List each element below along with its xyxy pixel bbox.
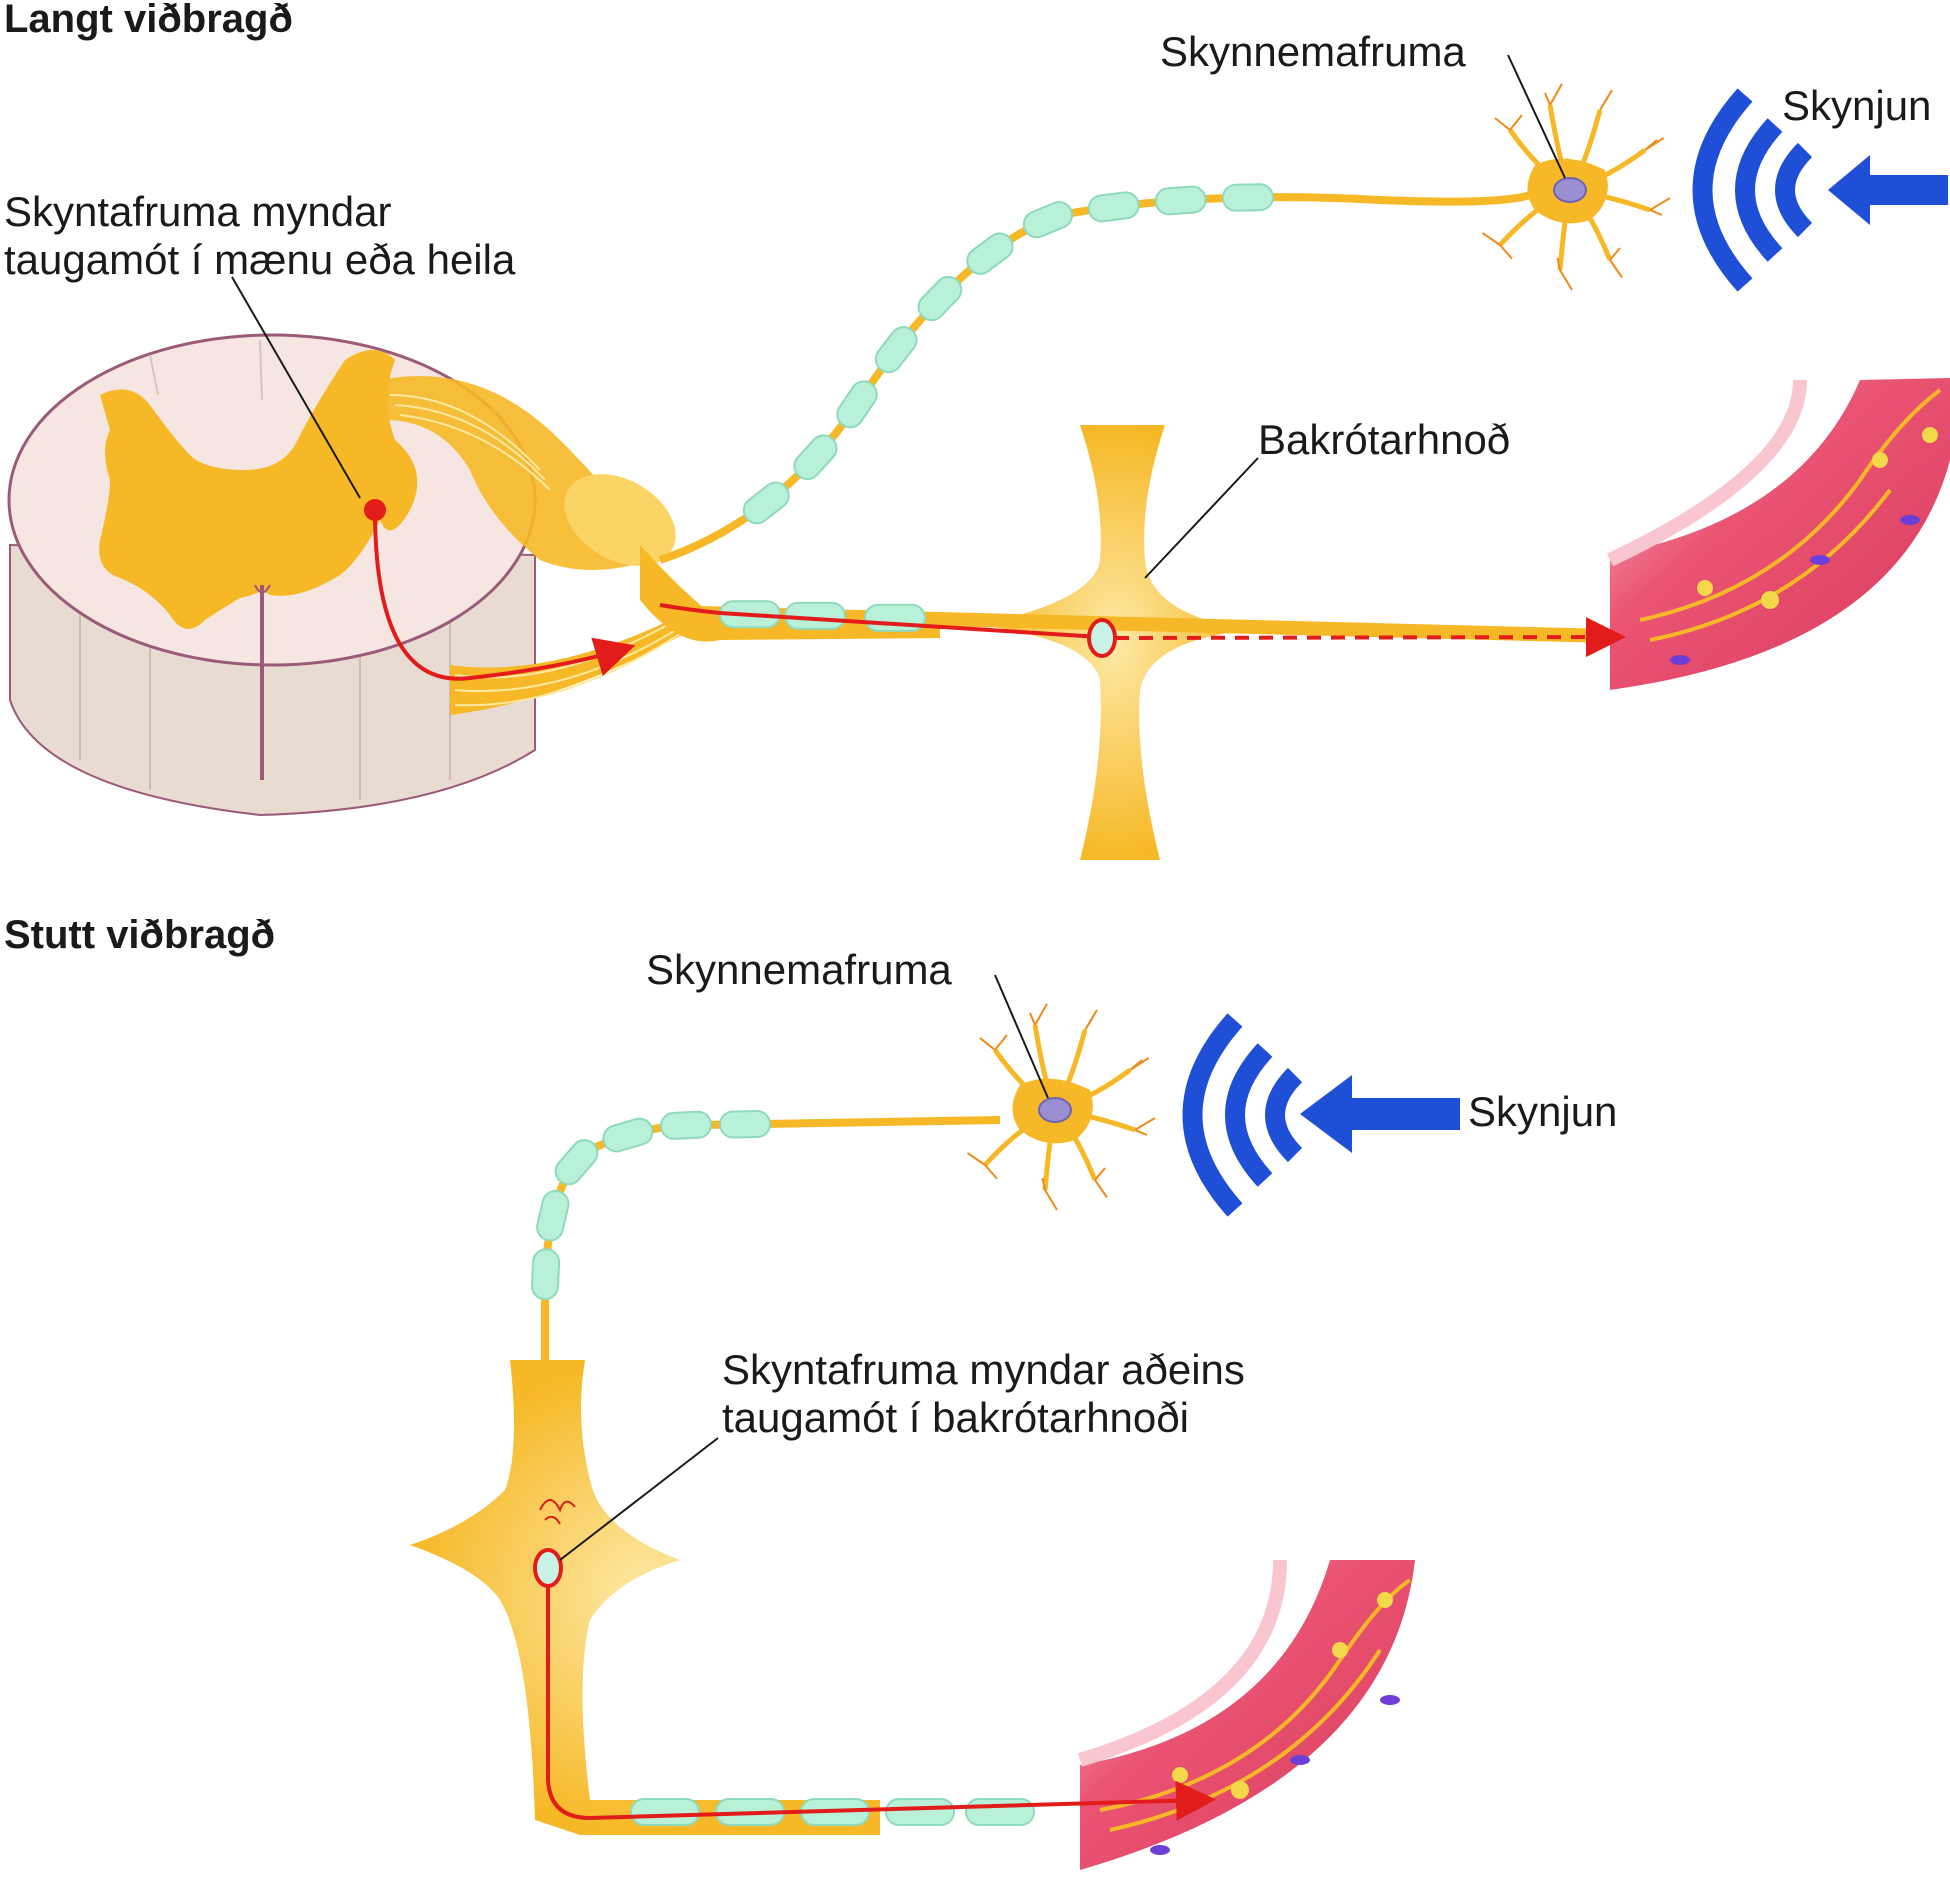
myelin-sheath [885,1798,955,1826]
stimulus-label-long: Skynjun [1782,82,1932,129]
stimulus-waves-icon [1182,1013,1303,1217]
myelin-sheath [660,1110,712,1140]
myelin-sheath [1022,201,1073,239]
myelin-sheath [966,232,1014,275]
myelin-sheaths-long [742,183,1274,525]
spinal-cord-icon [7,333,537,817]
myelin-sheath [719,1110,772,1139]
muscle-tissue-icon [1077,1559,1415,1870]
stimulus-arrow-icon [1300,1075,1460,1153]
myelin-sheaths-short [530,1110,772,1301]
signal-path-long [364,499,1626,681]
ganglion-label: Bakrótarhnoð [1258,416,1511,463]
myelin-sheath [874,326,918,374]
muscle-tissue-icon [1607,378,1950,690]
dorsal-root [380,376,676,570]
interneuron-label-line1: Skyntafruma myndar [4,188,392,235]
myelin-sheath [793,434,838,481]
stimulus-arrow-icon [1828,155,1948,225]
signal-path-short [533,1548,1216,1821]
interneuron-label-line2: taugamót í mænu eða heila [4,236,516,283]
myelin-sheath [836,380,878,429]
receptor-label-short: Skynnemafruma [646,946,952,993]
receptor-label-long: Skynnemafruma [1160,28,1466,75]
receptor-neuron-icon [1481,83,1671,291]
myelin-sheath [630,1798,700,1826]
myelin-sheath [1087,191,1140,223]
sensory-axon-long [658,191,1532,564]
myelin-sheath [1154,185,1207,216]
short-reflex-heading: Stutt viðbragð [4,913,276,957]
myelin-sheath [536,1190,570,1242]
myelin-sheath [965,1798,1035,1826]
synapse-label-line1: Skyntafruma myndar aðeins [722,1346,1245,1393]
myelin-sheath [742,481,790,525]
stimulus-label-short: Skynjun [1468,1088,1618,1135]
myelin-sheath [530,1248,561,1301]
receptor-neuron-icon [966,1003,1156,1211]
myelin-sheath [1221,183,1274,212]
long-reflex-heading: Langt viðbragð [4,0,293,41]
myelin-sheath [917,275,963,322]
ganglion-icon [410,1360,880,1835]
myelin-sheath [602,1117,654,1153]
synapse-label-line2: taugamót í bakrótarhnoði [722,1394,1189,1441]
myelin-sheath [554,1139,599,1186]
stimulus-waves-icon [1692,88,1813,292]
